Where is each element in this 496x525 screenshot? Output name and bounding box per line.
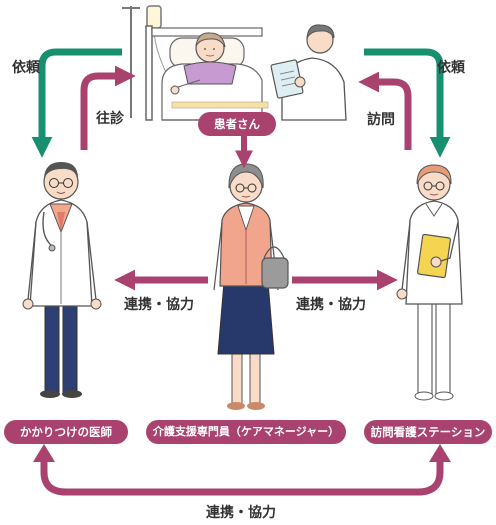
edge-label-coop-bottom: 連携・協力 — [206, 505, 276, 521]
edge-label-coop-right: 連携・協力 — [296, 297, 366, 313]
arrow-coop-bottom-head-left — [33, 444, 55, 462]
arrow-visit-consult — [80, 65, 136, 150]
edge-label-home-visit: 訪問 — [367, 112, 395, 128]
visiting-professional-illustration — [270, 24, 347, 121]
node-nursing-station: 訪問看護ステーション — [364, 420, 492, 444]
arrow-coop-bottom-head-right — [429, 444, 451, 462]
arrow-request-left — [31, 48, 122, 158]
arrow-home-visit — [358, 71, 412, 150]
nurse-illustration — [396, 164, 463, 401]
node-patient: 患者さん — [198, 112, 276, 136]
node-doctor: かかりつけの医師 — [4, 420, 128, 444]
node-care-manager: 介護支援専門員（ケアマネージャー） — [146, 420, 346, 444]
care-manager-illustration — [213, 163, 289, 410]
arrow-coop-bottom — [40, 460, 444, 496]
doctor-illustration — [22, 162, 102, 398]
edge-label-request-left: 依頼 — [12, 60, 40, 76]
edge-label-request-right: 依頼 — [437, 60, 465, 76]
patient-illustration — [122, 5, 269, 121]
arrow-request-right — [364, 48, 451, 158]
edge-label-visit-consult: 往診 — [96, 111, 124, 127]
edge-label-coop-left: 連携・協力 — [124, 297, 194, 313]
